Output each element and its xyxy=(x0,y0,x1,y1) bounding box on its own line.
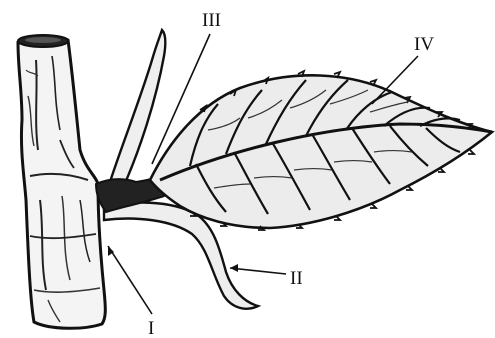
leader-line-1 xyxy=(108,246,152,314)
label-4: IV xyxy=(414,34,434,55)
label-2: II xyxy=(290,268,303,289)
leader-line-2 xyxy=(230,268,286,274)
stem xyxy=(18,35,105,328)
label-3: III xyxy=(202,10,221,31)
label-1: I xyxy=(148,318,154,338)
